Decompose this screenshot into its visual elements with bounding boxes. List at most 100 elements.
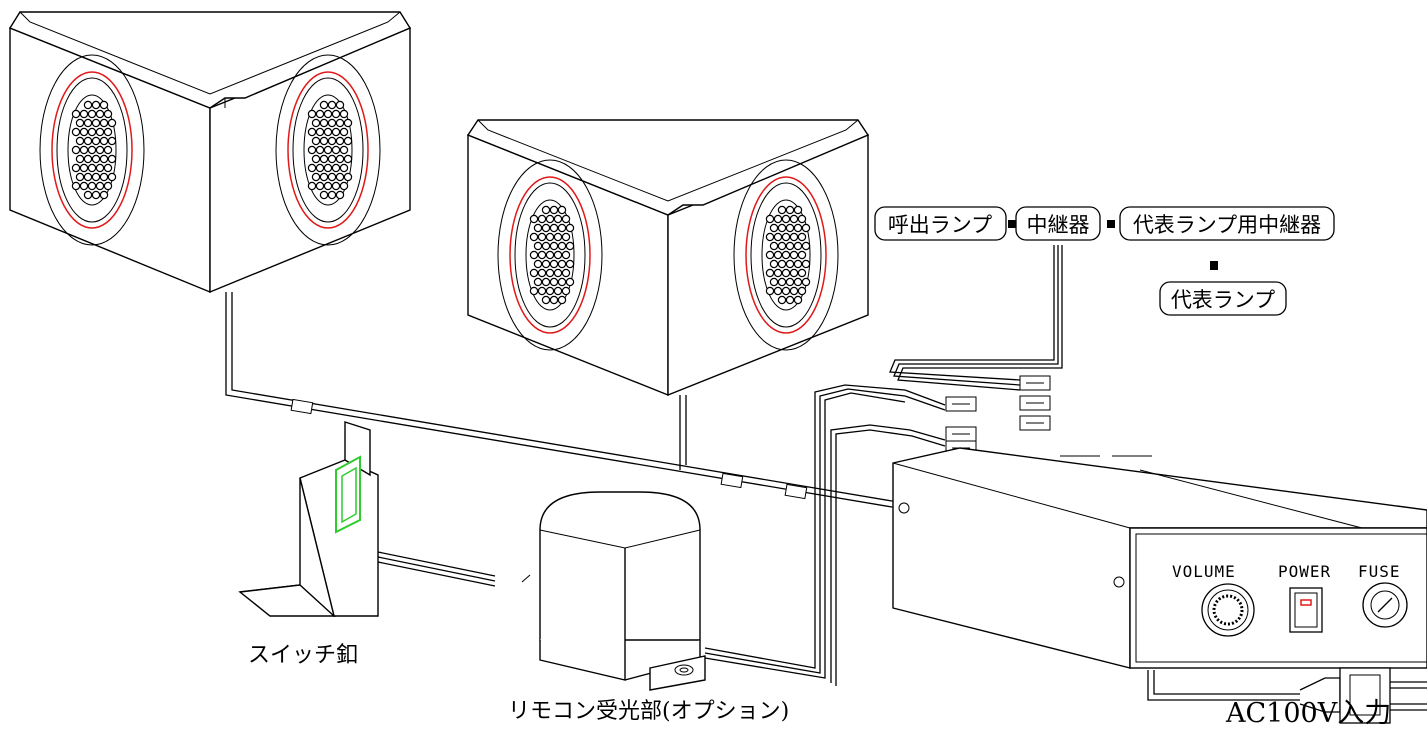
power-label: POWER: [1278, 562, 1331, 581]
grille-holes-left-b: [307, 100, 353, 200]
box-rep-lamp: 代表ランプ: [1159, 281, 1287, 316]
switch-button[interactable]: [335, 455, 361, 534]
grille-hole: [339, 127, 349, 137]
grille-hole: [319, 190, 329, 200]
grille-hole: [331, 181, 341, 191]
grille-hole: [769, 241, 779, 251]
grille-hole: [315, 145, 325, 155]
grille-hole: [541, 241, 551, 251]
grille-hole: [327, 100, 337, 110]
grille-hole: [549, 259, 559, 269]
grille-hole: [549, 241, 559, 251]
grille-hole: [319, 100, 329, 110]
grille-hole: [557, 241, 567, 251]
grille-hole: [79, 145, 89, 155]
grille-hole: [785, 277, 795, 287]
grille-hole: [801, 277, 811, 287]
grille-hole: [789, 268, 799, 278]
grille-hole: [75, 118, 85, 128]
grille-hole: [533, 259, 543, 269]
grille-hole: [541, 295, 551, 305]
grille-hole: [785, 223, 795, 233]
grille-hole: [769, 277, 779, 287]
grille-hole: [107, 136, 117, 146]
grille-hole: [565, 277, 575, 287]
grille-hole: [311, 172, 321, 182]
grille-hole: [343, 136, 353, 146]
cable-speaker-left: [225, 292, 899, 509]
caption-switch-box: スイッチ釦: [248, 643, 358, 668]
grille-hole: [79, 163, 89, 173]
grille-hole: [339, 163, 349, 173]
grille-hole: [789, 286, 799, 296]
grille-hole: [83, 172, 93, 182]
grille-hole: [541, 259, 551, 269]
grille-hole: [533, 241, 543, 251]
grille-hole: [79, 109, 89, 119]
grille-hole: [797, 286, 807, 296]
front-panel: VOLUME POWER FUSE: [1129, 527, 1427, 669]
grille-hole: [327, 118, 337, 128]
grille-hole: [801, 259, 811, 269]
grille-hole: [331, 109, 341, 119]
grille-hole: [537, 286, 547, 296]
fuse-label: FUSE: [1358, 562, 1401, 581]
grille-hole: [79, 127, 89, 137]
grille-hole: [339, 181, 349, 191]
grille-hole: [777, 205, 787, 215]
switch-box: [238, 421, 379, 617]
connector-mark-2: [1107, 220, 1115, 228]
grille-hole: [87, 145, 97, 155]
remote-receiver: [539, 491, 706, 691]
grille-hole: [765, 250, 775, 260]
grille-hole: [323, 181, 333, 191]
grille-hole: [323, 145, 333, 155]
grille-hole: [87, 163, 97, 173]
power-switch[interactable]: [1289, 587, 1323, 633]
grille-hole: [71, 145, 81, 155]
grille-hole: [307, 163, 317, 173]
ac-plug: [1299, 667, 1427, 724]
grille-hole: [315, 109, 325, 119]
box-call-lamp: 呼出ランプ: [874, 206, 1007, 241]
grille-hole: [777, 277, 787, 287]
grille-hole: [331, 127, 341, 137]
grille-hole: [777, 295, 787, 305]
grille-hole: [777, 223, 787, 233]
grille-holes-center-b: [765, 205, 811, 305]
grille-hole: [315, 163, 325, 173]
call-lamp-label: 呼出ランプ: [888, 213, 992, 237]
box-rep-lamp-repeater: 代表ランプ用中継器: [1119, 206, 1335, 241]
cable-speaker-center: [679, 395, 808, 500]
grille-hole: [797, 214, 807, 224]
fuse-holder[interactable]: [1362, 582, 1408, 628]
volume-knob[interactable]: [1201, 583, 1255, 637]
speaker-center: [466, 119, 870, 397]
grille-hole: [83, 136, 93, 146]
caption-ac-input: AC100V入力: [1225, 698, 1391, 729]
grille-hole: [95, 163, 105, 173]
grille-hole: [339, 145, 349, 155]
grille-hole: [765, 268, 775, 278]
grille-hole: [773, 286, 783, 296]
grille-hole: [307, 145, 317, 155]
rep-lamp-label: 代表ランプ: [1171, 288, 1275, 312]
grille-hole: [793, 241, 803, 251]
grille-hole: [335, 172, 345, 182]
grille-hole: [769, 259, 779, 269]
grille-hole: [95, 109, 105, 119]
grille-hole: [311, 154, 321, 164]
grille-hole: [765, 232, 775, 242]
grille-hole: [541, 223, 551, 233]
grille-hole: [95, 145, 105, 155]
grille-hole: [91, 100, 101, 110]
grille-hole: [323, 163, 333, 173]
grille-holes-left-a: [71, 100, 117, 200]
grille-hole: [307, 127, 317, 137]
grille-hole: [765, 214, 775, 224]
grille-hole: [91, 118, 101, 128]
grille-hole: [549, 277, 559, 287]
grille-hole: [307, 181, 317, 191]
grille-hole: [789, 214, 799, 224]
grille-hole: [561, 250, 571, 260]
